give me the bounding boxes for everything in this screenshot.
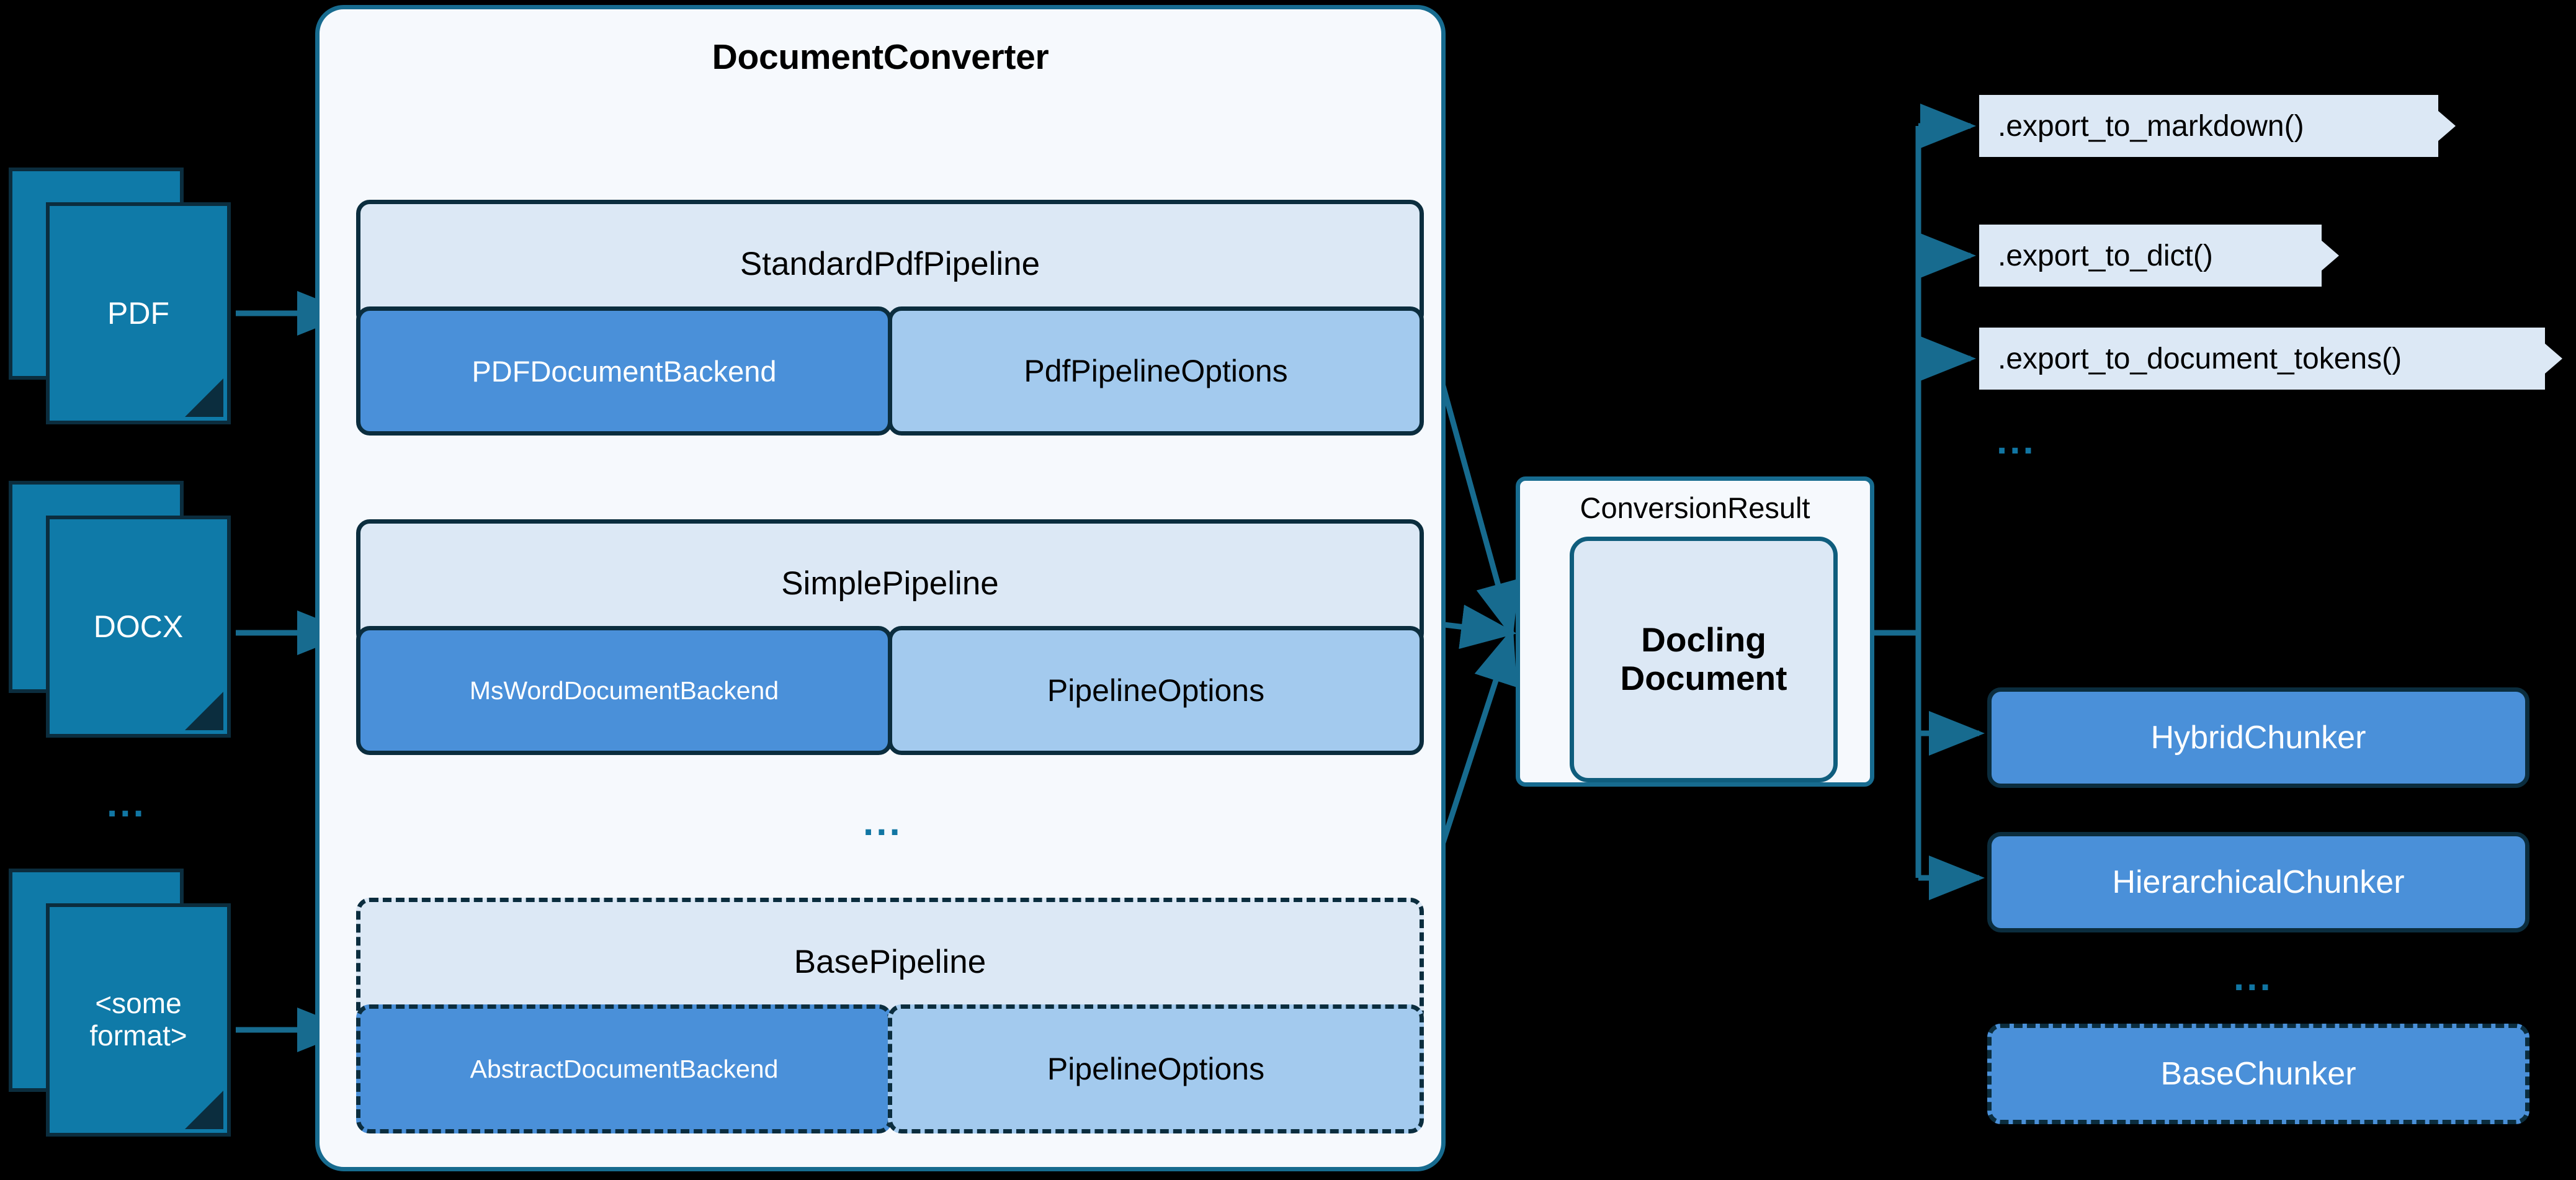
hybrid-chunker-label: HybridChunker [2150,720,2366,756]
conversion-result-container: ConversionResult Docling Document [1516,476,1874,787]
backend-msword-document[interactable]: MsWordDocumentBackend [356,626,892,755]
converter-ellipsis: ... [863,801,903,844]
inputs-ellipsis: ... [107,782,146,825]
pipeline-head-standard-pdf[interactable]: StandardPdfPipeline [356,200,1424,328]
options-pipeline[interactable]: PipelineOptions [888,1004,1424,1133]
export-to-document-tokens-label: .export_to_document_tokens() [1998,342,2402,375]
docling-document-box[interactable]: Docling Document [1570,537,1838,782]
input-doc-label: PDF [107,296,169,331]
hybrid-chunker-box[interactable]: HybridChunker [1987,687,2529,788]
input-doc-label-line2: format> [89,1019,187,1052]
backend-abstract-document[interactable]: AbstractDocumentBackend [356,1004,892,1133]
conversion-result-label: ConversionResult [1580,491,1810,524]
hierarchical-chunker-box[interactable]: HierarchicalChunker [1987,832,2529,932]
exports-ellipsis: ... [1997,419,2036,462]
page-fold-icon [185,378,223,417]
hierarchical-chunker-label: HierarchicalChunker [2112,864,2405,900]
pipeline-row: MsWordDocumentBackend PipelineOptions [356,626,1424,755]
input-doc-docx: DOCX [9,481,232,738]
document-converter-container: DocumentConverter StandardPdfPipeline PD… [315,5,1446,1171]
export-to-markdown-shape[interactable]: .export_to_markdown() [1979,95,2456,157]
pipeline-head-simple[interactable]: SimplePipeline [356,519,1424,647]
options-pipeline[interactable]: PipelineOptions [888,626,1424,755]
export-to-dict-label: .export_to_dict() [1998,239,2213,272]
chevron-tip-icon [2303,225,2339,287]
pipeline-row: PDFDocumentBackend PdfPipelineOptions [356,306,1424,436]
input-doc-some-format: <some format> [9,869,232,1137]
pipeline-row: AbstractDocumentBackend PipelineOptions [356,1004,1424,1133]
export-to-dict-shape[interactable]: .export_to_dict() [1979,225,2339,287]
chevron-tip-icon [2420,95,2456,157]
input-doc-label: DOCX [93,609,184,644]
options-pdf-pipeline[interactable]: PdfPipelineOptions [888,306,1424,436]
docling-document-line2: Document [1620,659,1787,697]
export-to-markdown-label: .export_to_markdown() [1998,109,2304,143]
pipeline-group-base: BasePipeline AbstractDocumentBackend Pip… [356,898,1424,1133]
base-chunker-label: BaseChunker [2160,1056,2356,1092]
export-to-document-tokens-shape[interactable]: .export_to_document_tokens() [1979,328,2562,390]
pipeline-head-base[interactable]: BasePipeline [356,898,1424,1026]
backend-pdf-document[interactable]: PDFDocumentBackend [356,306,892,436]
chevron-tip-icon [2526,328,2562,390]
base-chunker-box[interactable]: BaseChunker [1987,1024,2529,1124]
page-title: DocumentConverter [712,37,1049,77]
input-doc-label-line1: <some [95,987,182,1020]
pipeline-group-standard-pdf: StandardPdfPipeline PDFDocumentBackend P… [356,200,1424,436]
docling-document-line1: Docling [1641,620,1766,659]
page-fold-icon [185,1091,223,1129]
page-fold-icon [185,692,223,730]
pipeline-group-simple: SimplePipeline MsWordDocumentBackend Pip… [356,519,1424,755]
chunkers-ellipsis: ... [2234,956,2273,999]
doc-front-sheet: DOCX [46,516,231,738]
input-doc-pdf: PDF [9,168,232,424]
